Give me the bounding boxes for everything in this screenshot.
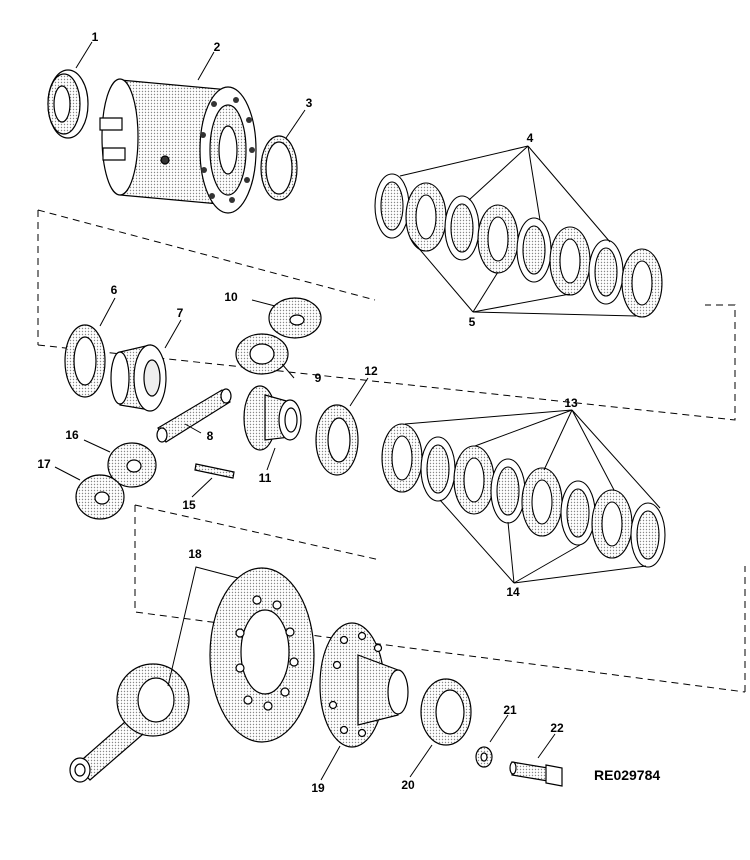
part-4-5-upper-clutch-pack [375,174,662,317]
callout-11: 11 [258,471,272,485]
part-9-pinion-gear [236,334,288,374]
part-8-pinion-shaft [157,389,231,442]
part-10-thrust-washer [269,298,321,338]
figure-reference-code: RE029784 [594,767,661,783]
part-22-bolt [510,762,562,786]
callout-3: 3 [305,96,313,110]
part-1-seal [48,70,88,138]
callout-7: 7 [176,306,184,320]
leader-lines [55,42,660,780]
callout-2: 2 [213,40,221,54]
part-12-shim [316,405,358,475]
part-11-side-gear [244,386,301,450]
part-16-thrust-washer [108,443,156,487]
dashed-group-outline-upper [38,210,735,420]
callout-21: 21 [503,703,517,717]
part-7-bearing-cone [111,345,166,411]
callout-15: 15 [182,498,196,512]
callout-4: 4 [526,131,534,145]
callout-5: 5 [468,315,476,329]
callout-8: 8 [206,429,214,443]
callout-6: 6 [110,283,118,297]
callout-13: 13 [564,396,578,410]
part-13-14-lower-clutch-pack [382,424,665,567]
dashed-group-outline-lower [135,505,745,692]
callout-10: 10 [224,290,238,304]
part-20-bearing [421,679,471,745]
callout-1: 1 [91,30,99,44]
callout-19: 19 [311,781,325,795]
callout-14: 14 [506,585,520,599]
callout-12: 12 [364,364,378,378]
part-15-roll-pin [195,464,234,478]
callout-18: 18 [188,547,202,561]
part-18-brake-disc [210,568,314,742]
callout-22: 22 [550,721,564,735]
part-21-washer [476,747,492,767]
part-2-differential-case [100,79,256,213]
callout-9: 9 [314,371,322,385]
part-18-axle-shaft [70,664,189,782]
part-3-shim [261,136,297,200]
callout-16: 16 [65,428,79,442]
callout-20: 20 [401,778,415,792]
callout-17: 17 [37,457,51,471]
part-6-bearing-cup [65,325,105,397]
part-19-hub-flange [320,623,408,747]
part-17-thrust-washer [76,475,124,519]
